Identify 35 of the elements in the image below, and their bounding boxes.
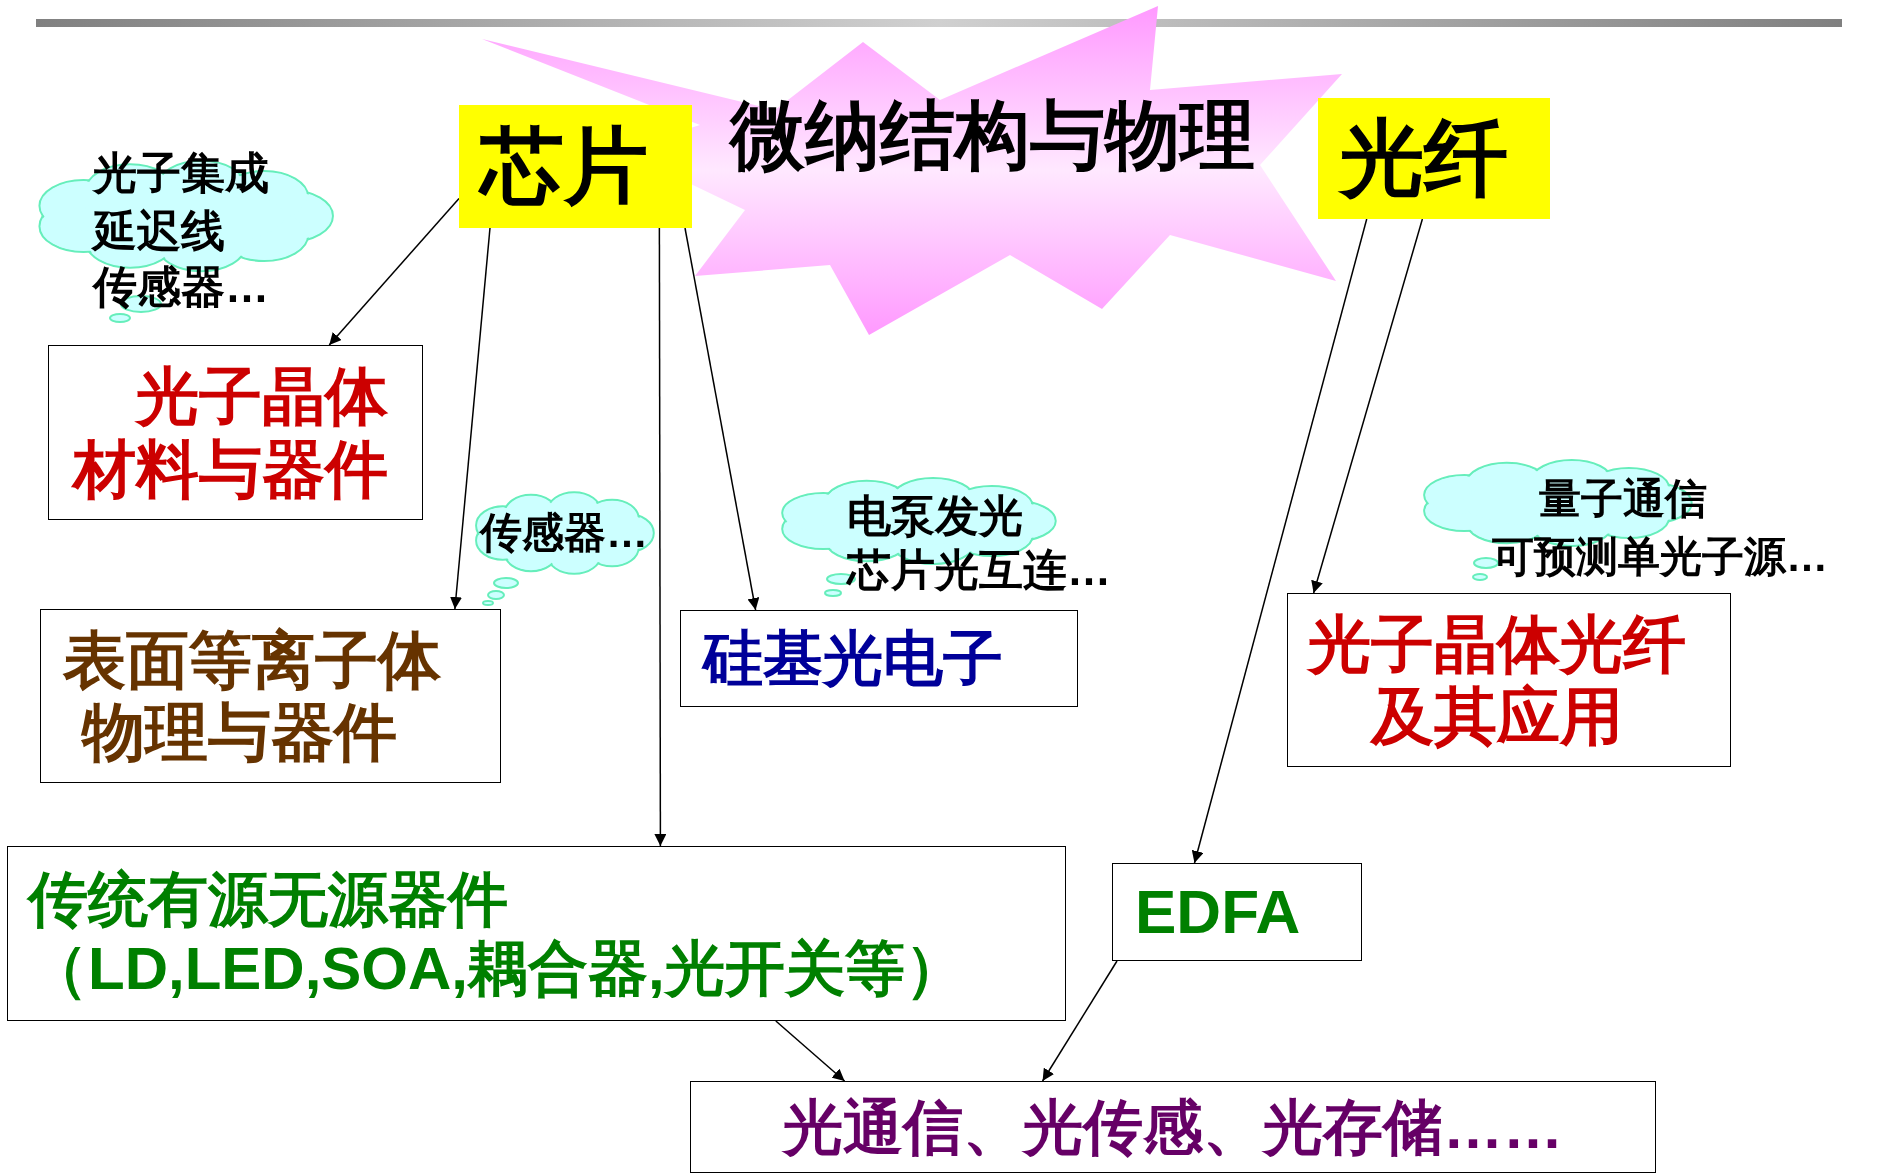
heading-text: 微纳结构与物理 bbox=[730, 92, 1255, 179]
cloud-text: 传感器… bbox=[480, 509, 648, 558]
cloud-text: 量子通信 bbox=[1539, 475, 1707, 524]
cloud-text: 光子集成 bbox=[93, 148, 269, 199]
topic-box bbox=[690, 1081, 1656, 1173]
arrow bbox=[654, 227, 667, 847]
cloud-text: 传感器… bbox=[93, 262, 269, 313]
arrow bbox=[775, 1020, 846, 1082]
box-text: 光通信、光传感、光存储…… bbox=[780, 1092, 1564, 1162]
arrow bbox=[1191, 218, 1368, 864]
box-text: 光子晶体材料与器件 bbox=[73, 360, 389, 505]
cloud-text: 延迟线 bbox=[93, 206, 225, 257]
topic-title: 芯片 bbox=[480, 118, 649, 215]
topic-box bbox=[1287, 593, 1731, 767]
arrow bbox=[1041, 960, 1118, 1082]
box-text: 传统有源无源器件 bbox=[28, 864, 509, 934]
topic-box bbox=[48, 345, 423, 520]
box-text: EDFA bbox=[1135, 876, 1302, 948]
arrow bbox=[450, 227, 491, 610]
box-text: 表面等离子体物理与器件 bbox=[63, 623, 442, 769]
arrow bbox=[684, 227, 760, 611]
topic-box bbox=[1318, 98, 1550, 219]
topic-box bbox=[680, 610, 1078, 707]
arrow bbox=[328, 197, 460, 346]
topic-box bbox=[1112, 863, 1362, 961]
topic-box bbox=[459, 105, 692, 228]
cloud-text: 可预测单光子源… bbox=[1492, 533, 1828, 582]
cloud-text: 电泵发光 bbox=[847, 491, 1023, 542]
box-text: 硅基光电子 bbox=[703, 624, 1004, 693]
topic-title: 光纤 bbox=[1340, 110, 1509, 207]
topic-box bbox=[40, 609, 501, 783]
box-text: 光子晶体光纤及其应用 bbox=[1306, 607, 1687, 753]
topic-box bbox=[7, 846, 1066, 1021]
arrow bbox=[1311, 218, 1424, 594]
box-text: （LD,LED,SOA,耦合器,光开关等） bbox=[28, 933, 966, 1003]
